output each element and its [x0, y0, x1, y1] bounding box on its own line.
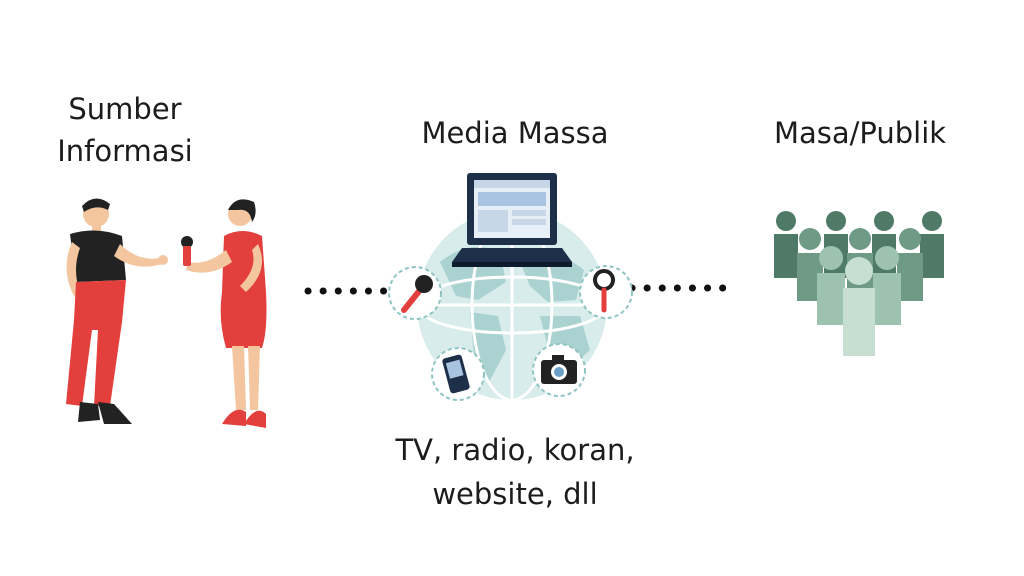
source-label-line1: Sumber [68, 92, 182, 126]
media-label: Media Massa [421, 116, 609, 150]
mobile-phone-icon [431, 347, 485, 401]
public-label: Masa/Publik [773, 116, 947, 150]
camera-icon [532, 343, 586, 397]
media-examples-label: TV, radio, koran, website, dll [370, 428, 660, 516]
laptop-icon [452, 173, 572, 267]
reporter-figure [181, 199, 267, 428]
media-examples-line2: website, dll [432, 477, 598, 511]
media-examples-line1: TV, radio, koran, [395, 433, 635, 467]
source-label-line2: Informasi [57, 134, 193, 168]
magnifier-icon [579, 265, 633, 319]
media-illustration [388, 173, 633, 402]
interviewee-figure [66, 198, 168, 424]
interview-illustration [66, 198, 267, 428]
crowd-icon [774, 211, 944, 356]
microphone-icon [388, 266, 442, 320]
source-label: Sumber Informasi [40, 88, 210, 172]
